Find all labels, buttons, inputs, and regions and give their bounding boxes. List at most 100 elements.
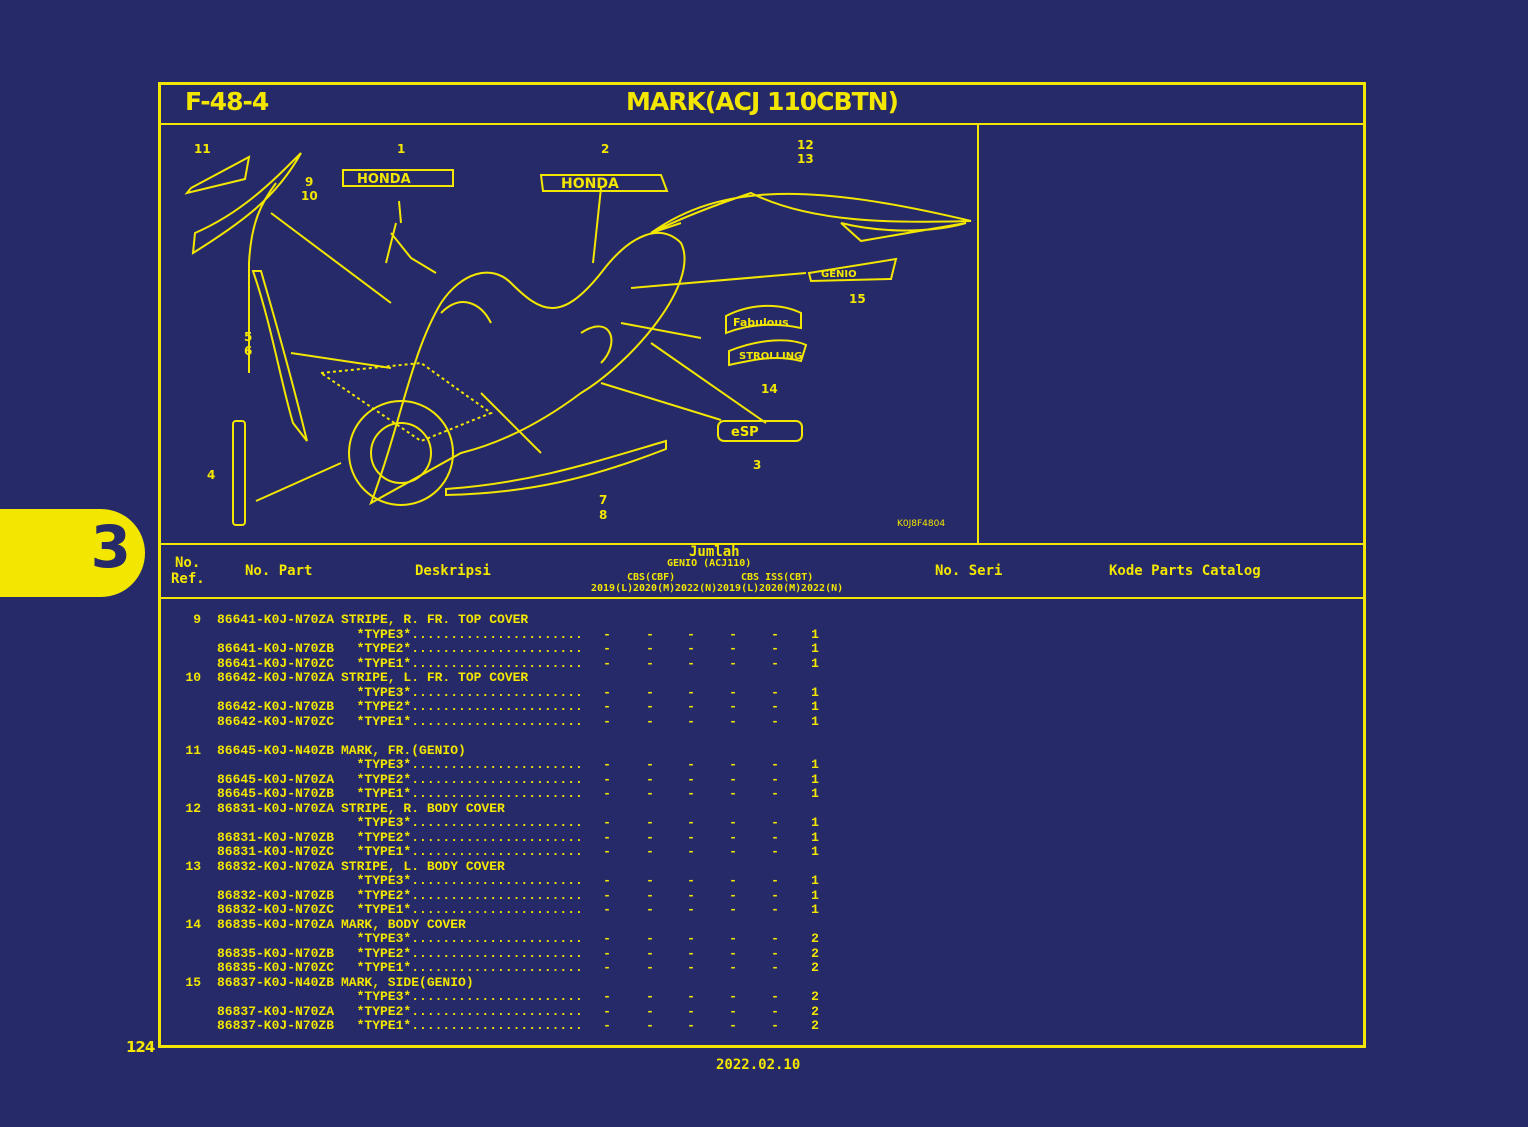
row-qty-3: - xyxy=(687,1003,695,1019)
table-row[interactable]: *TYPE3*......................-----1 xyxy=(161,815,1363,830)
table-row[interactable]: 86641-K0J-N70ZC *TYPE1*.................… xyxy=(161,656,1363,671)
row-description: *TYPE2*...................... xyxy=(341,1003,583,1019)
honda-mark-1 xyxy=(342,169,454,187)
row-ref: 12 xyxy=(185,800,201,816)
row-qty-1: - xyxy=(603,641,611,656)
row-part-number: 86645-K0J-N70ZA xyxy=(217,771,335,787)
header-year-2: 2020(M) xyxy=(633,583,676,594)
row-qty-1: - xyxy=(603,931,611,946)
row-qty-6: 1 xyxy=(811,684,819,700)
row-qty-2: - xyxy=(646,786,654,801)
row-qty-4: - xyxy=(729,713,737,729)
header-ref2: Ref. xyxy=(171,571,205,587)
row-description: MARK, FR.(GENIO) xyxy=(341,742,466,758)
row-qty-3: - xyxy=(687,786,695,801)
row-part-number: 86832-K0J-N70ZB xyxy=(217,887,335,903)
table-row[interactable]: 86642-K0J-N70ZC *TYPE1*.................… xyxy=(161,714,1363,729)
header-year-5: 2020(M) xyxy=(759,583,802,594)
row-qty-4: - xyxy=(729,641,737,656)
callout-6: 6 xyxy=(244,344,252,358)
table-row[interactable]: 86831-K0J-N70ZC *TYPE1*.................… xyxy=(161,844,1363,859)
section-tab[interactable]: 3 xyxy=(0,509,145,597)
row-qty-1: - xyxy=(603,960,611,975)
row-qty-2: - xyxy=(646,844,654,859)
table-row[interactable]: *TYPE3*......................-----2 xyxy=(161,989,1363,1004)
table-row[interactable]: 86641-K0J-N70ZB *TYPE2*.................… xyxy=(161,641,1363,656)
row-part-number: 86837-K0J-N70ZA xyxy=(217,1003,335,1019)
row-qty-2: - xyxy=(646,641,654,656)
row-qty-2: - xyxy=(646,902,654,917)
table-row[interactable]: 86837-K0J-N70ZA *TYPE2*.................… xyxy=(161,1004,1363,1019)
header-desc: Deskripsi xyxy=(415,563,491,579)
row-qty-4: - xyxy=(729,844,737,859)
row-description: *TYPE3*...................... xyxy=(341,931,583,946)
row-qty-3: - xyxy=(687,771,695,787)
row-qty-5: - xyxy=(771,786,779,801)
header-model: GENIO (ACJ110) xyxy=(667,558,752,569)
title-bar: F-48-4 MARK(ACJ 110CBTN) xyxy=(161,85,1363,125)
row-qty-1: - xyxy=(603,902,611,917)
row-description: *TYPE3*...................... xyxy=(341,873,583,888)
row-qty-1: - xyxy=(603,844,611,859)
row-qty-6: 1 xyxy=(811,815,819,830)
row-qty-3: - xyxy=(687,815,695,830)
row-part-number: 86837-K0J-N70ZB xyxy=(217,1018,335,1033)
row-qty-4: - xyxy=(729,699,737,714)
page-number: 124 xyxy=(126,1038,155,1056)
row-qty-3: - xyxy=(687,829,695,845)
table-row[interactable]: 86642-K0J-N70ZB *TYPE2*.................… xyxy=(161,699,1363,714)
mark-genio-11 xyxy=(184,155,251,195)
row-qty-5: - xyxy=(771,699,779,714)
row-description: *TYPE3*...................... xyxy=(341,684,583,700)
row-qty-3: - xyxy=(687,844,695,859)
table-header: No. Ref. No. Part Deskripsi Jumlah GENIO… xyxy=(161,543,1363,599)
row-qty-5: - xyxy=(771,844,779,859)
row-ref: 11 xyxy=(185,742,201,758)
table-row[interactable]: 86832-K0J-N70ZC *TYPE1*.................… xyxy=(161,902,1363,917)
row-qty-2: - xyxy=(646,887,654,903)
table-row[interactable]: *TYPE3*......................-----2 xyxy=(161,931,1363,946)
row-qty-2: - xyxy=(646,1003,654,1019)
table-row[interactable]: 86832-K0J-N70ZB *TYPE2*.................… xyxy=(161,888,1363,903)
table-row[interactable]: 86837-K0J-N70ZB *TYPE1*.................… xyxy=(161,1018,1363,1033)
row-qty-1: - xyxy=(603,786,611,801)
row-qty-6: 1 xyxy=(811,829,819,845)
table-row[interactable]: 86835-K0J-N70ZB *TYPE2*.................… xyxy=(161,946,1363,961)
table-row[interactable]: *TYPE3*......................-----1 xyxy=(161,873,1363,888)
row-qty-1: - xyxy=(603,771,611,787)
table-row[interactable]: *TYPE3*......................-----1 xyxy=(161,627,1363,642)
row-qty-4: - xyxy=(729,989,737,1004)
row-qty-1: - xyxy=(603,873,611,888)
row-qty-5: - xyxy=(771,902,779,917)
table-row[interactable]: *TYPE3*......................-----1 xyxy=(161,757,1363,772)
table-row[interactable]: 86835-K0J-N70ZC *TYPE1*.................… xyxy=(161,960,1363,975)
row-qty-6: 1 xyxy=(811,887,819,903)
callout-13: 13 xyxy=(797,152,814,166)
row-qty-6: 2 xyxy=(811,945,819,961)
table-row[interactable]: *TYPE3*......................-----1 xyxy=(161,685,1363,700)
row-qty-3: - xyxy=(687,1018,695,1033)
row-qty-1: - xyxy=(603,655,611,671)
row-qty-1: - xyxy=(603,1018,611,1033)
table-row[interactable]: 86831-K0J-N70ZB *TYPE2*.................… xyxy=(161,830,1363,845)
row-spacer xyxy=(161,728,1363,743)
row-ref: 13 xyxy=(185,858,201,874)
row-qty-5: - xyxy=(771,684,779,700)
esp-logo: eSP xyxy=(731,425,759,440)
row-qty-6: 2 xyxy=(811,931,819,946)
row-qty-1: - xyxy=(603,887,611,903)
table-row[interactable]: 86645-K0J-N70ZB *TYPE1*.................… xyxy=(161,786,1363,801)
row-qty-1: - xyxy=(603,757,611,772)
row-qty-3: - xyxy=(687,655,695,671)
fabulous-logo: Fabulous xyxy=(733,316,789,329)
table-row[interactable]: 86645-K0J-N70ZA *TYPE2*.................… xyxy=(161,772,1363,787)
row-description: MARK, SIDE(GENIO) xyxy=(341,974,474,990)
row-qty-6: 1 xyxy=(811,626,819,642)
